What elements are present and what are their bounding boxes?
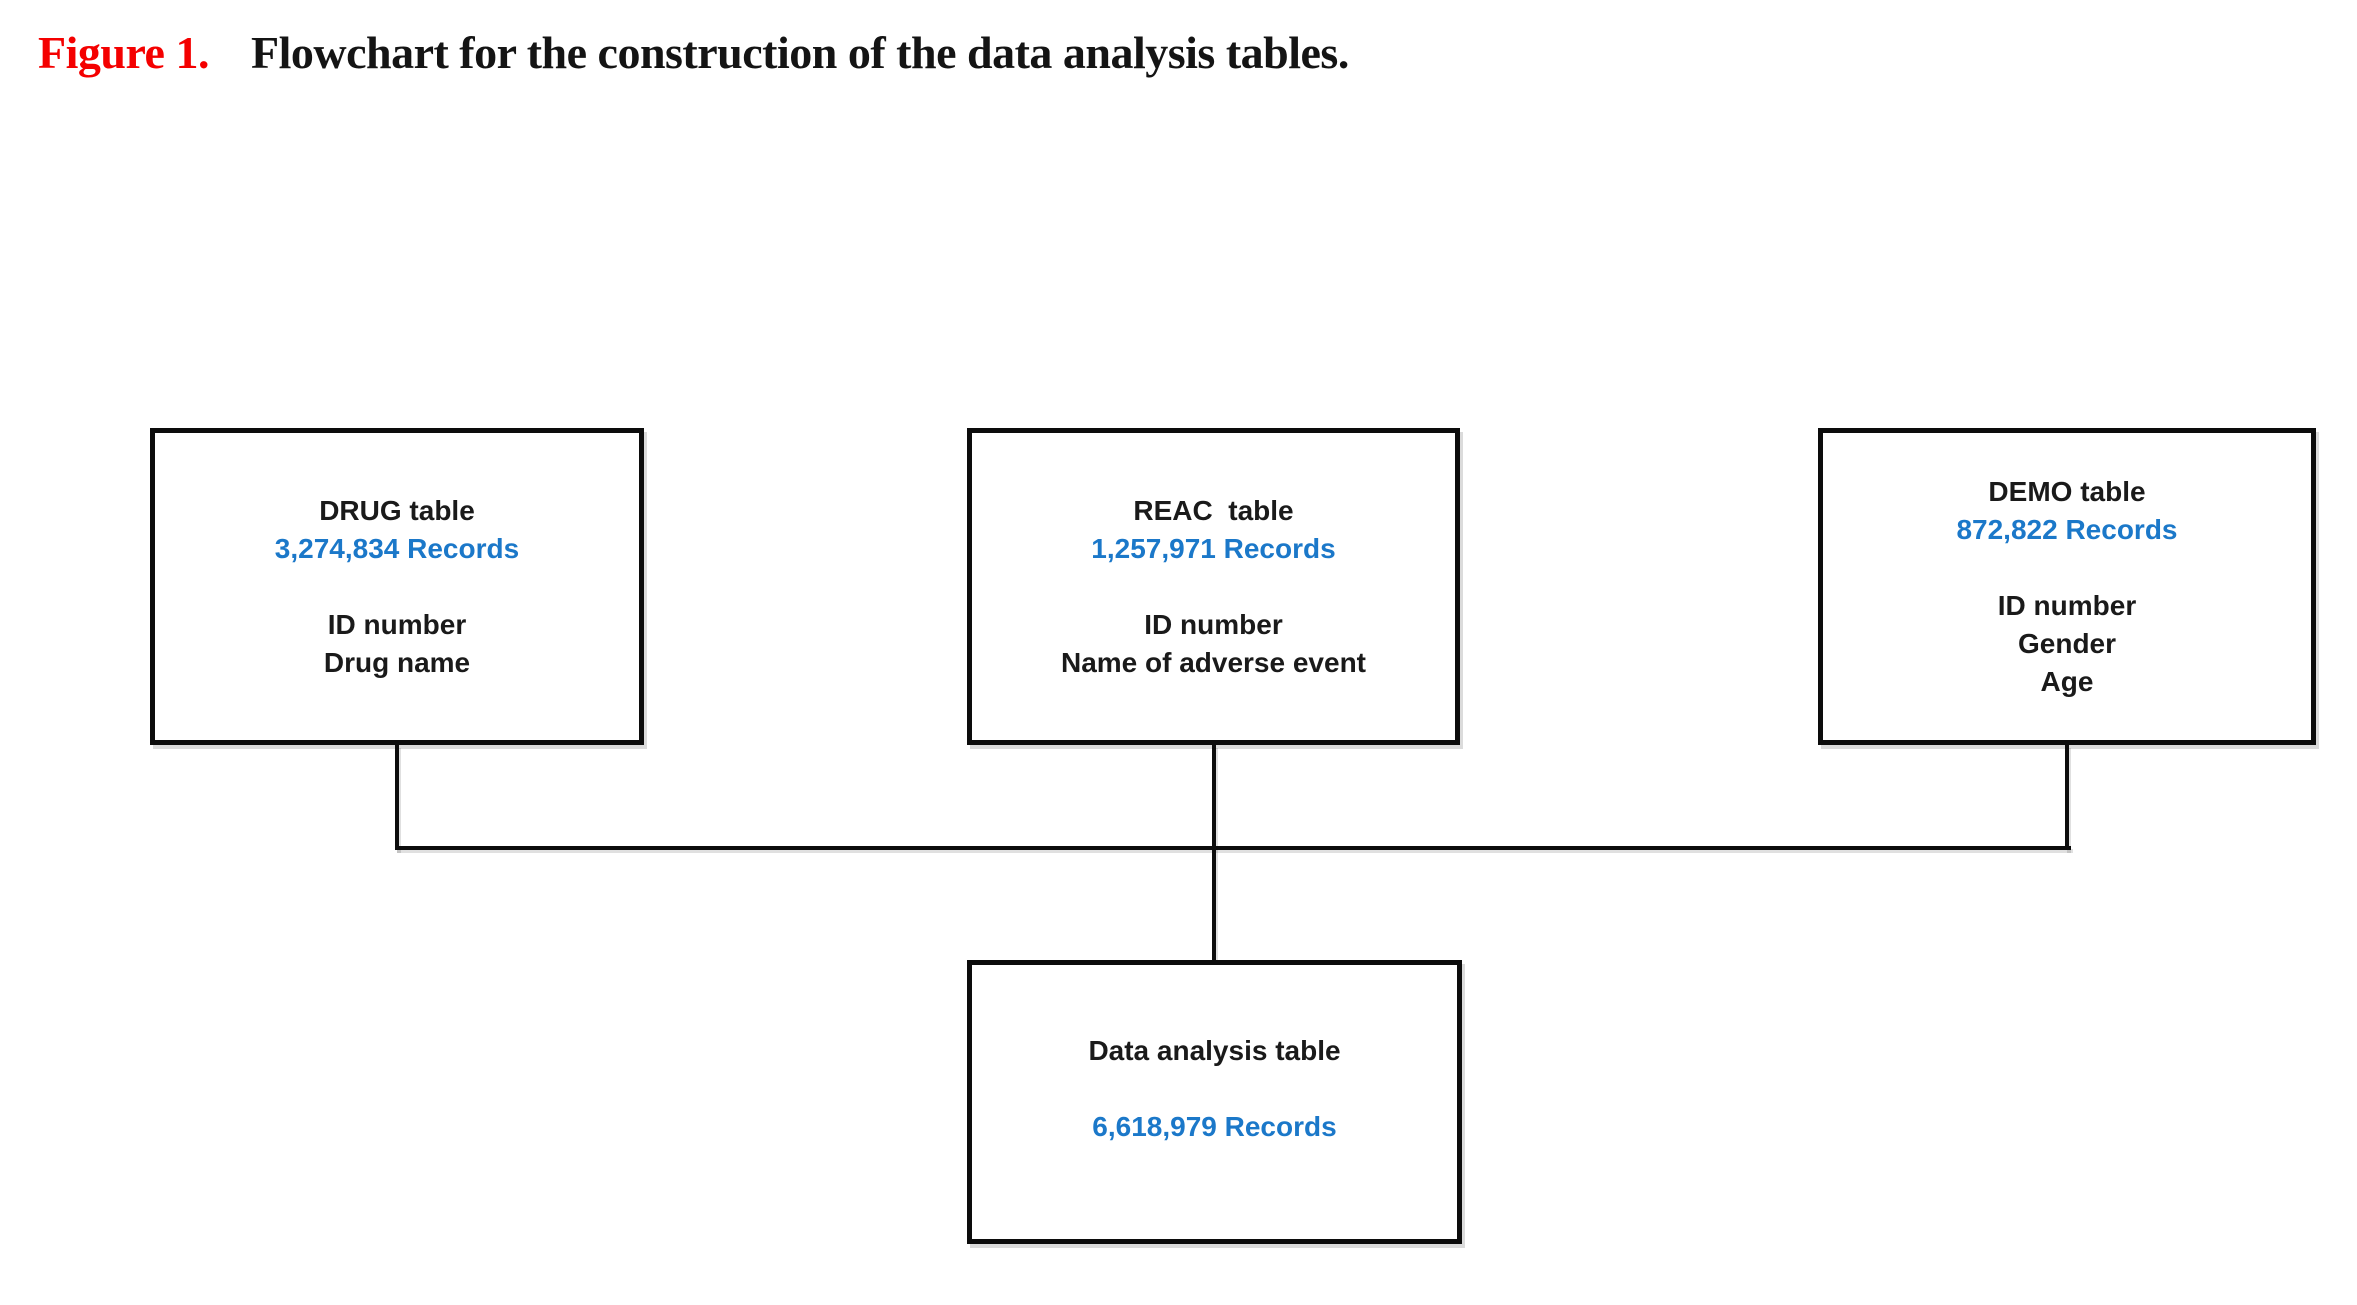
data-analysis-table-box: Data analysis table 6,618,979 Records [967,960,1462,1244]
demo-table-box: DEMO table 872,822 Records ID number Gen… [1818,428,2316,745]
reac-table-box: REAC table 1,257,971 Records ID number N… [967,428,1460,745]
drug-table-record-count: 3,274,834 Records [274,532,520,564]
connector-drug-vertical [395,745,399,850]
demo-table-field-id: ID number [1997,589,2137,621]
drug-table-box: DRUG table 3,274,834 Records ID number D… [150,428,644,745]
connector-reac-to-result-vertical [1212,745,1216,962]
connector-horizontal-bus [395,846,2071,850]
figure-title: Figure 1. Flowchart for the construction … [38,26,1349,79]
result-table-record-count: 6,618,979 Records [1092,1111,1337,1142]
reac-table-field-event: Name of adverse event [1060,646,1367,678]
connector-demo-vertical [2065,745,2069,850]
demo-table-field-gender: Gender [2017,627,2117,659]
drug-table-field-name: Drug name [323,646,471,678]
demo-table-record-count: 872,822 Records [1956,513,2178,545]
drug-table-field-id: ID number [327,608,467,640]
figure-caption-text: Flowchart for the construction of the da… [250,27,1349,78]
figure-label: Figure 1. [38,27,209,78]
reac-table-title: REAC table [1133,494,1294,526]
drug-table-title: DRUG table [319,494,475,526]
reac-table-record-count: 1,257,971 Records [1091,532,1336,564]
result-table-title: Data analysis table [1088,1035,1341,1066]
reac-table-field-id: ID number [1144,608,1283,640]
demo-table-field-age: Age [2040,665,2094,697]
demo-table-title: DEMO table [1988,475,2146,507]
